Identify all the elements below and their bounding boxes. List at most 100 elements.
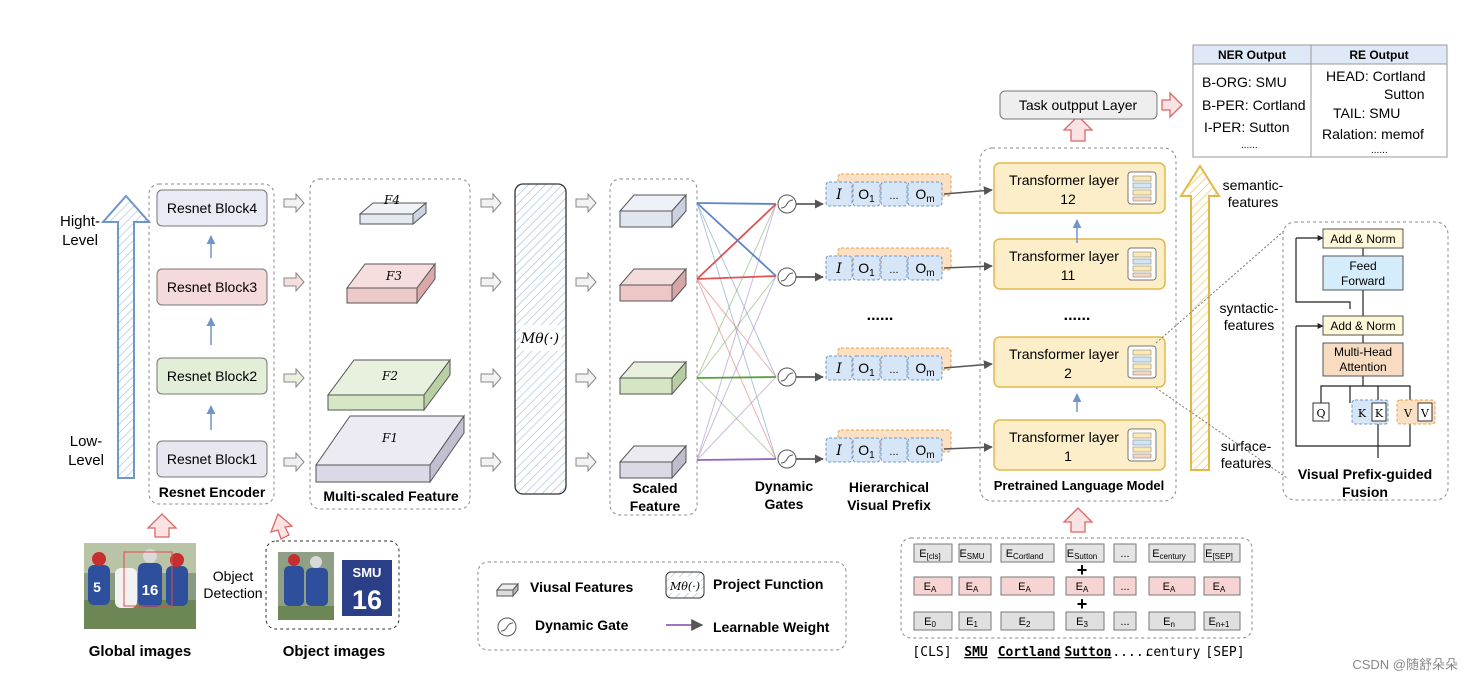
- re-line-4: Ralation: memof: [1322, 126, 1424, 142]
- legend-dynamic-gate-label: Dynamic Gate: [535, 617, 629, 633]
- prefix-to-layer-arrows: [943, 186, 993, 452]
- embedding-cell-sub: A: [1170, 585, 1176, 594]
- prefix-token-box: [907, 181, 943, 207]
- legend-project-icon: Mθ(·): [665, 571, 705, 599]
- prefix-token-label: ...: [889, 364, 898, 376]
- feature-f1-box: F1: [315, 414, 465, 484]
- high-level-line2: Level: [62, 232, 98, 249]
- embedding-cell-label: EA: [966, 581, 979, 594]
- legend-learnable-weight-label: Learnable Weight: [713, 619, 830, 635]
- embedding-cell: EA: [958, 576, 992, 596]
- input-token: [CLS]: [912, 645, 951, 660]
- transformer-layer-title: Transformer layer: [1009, 248, 1119, 264]
- re-line-1: HEAD: Cortland: [1326, 68, 1426, 84]
- prefix-v-label: V: [1403, 407, 1413, 420]
- prefix-token-box: [907, 355, 943, 381]
- feature-f4-box: F4: [358, 193, 428, 226]
- prefix-token-box: [880, 255, 908, 281]
- zoom-connector-lines: [1155, 229, 1288, 479]
- input-token: Cortland: [998, 645, 1061, 660]
- prefix-token-box: [907, 255, 943, 281]
- embedding-cell: ESutton: [1065, 543, 1105, 563]
- embedding-cell: EA: [1148, 576, 1196, 596]
- input-token: century: [1146, 645, 1201, 660]
- ner-line-1: B-ORG: SMU: [1202, 74, 1287, 90]
- embedding-cell: E2: [1000, 611, 1055, 631]
- prefix-token-label: ...: [889, 446, 898, 458]
- fusion-title-line2: Fusion: [1342, 484, 1388, 500]
- ner-line-3: I-PER: Sutton: [1204, 119, 1290, 135]
- embedding-cell: ESMU: [958, 543, 992, 563]
- input-token: SMU: [964, 645, 988, 660]
- prefix-token-label: I: [835, 361, 842, 377]
- embedding-cell-box: [1065, 543, 1105, 563]
- add-norm-bottom-label: Add & Norm: [1330, 319, 1395, 333]
- transformer-mini-icon: [1127, 247, 1157, 281]
- embedding-cell-box: [1148, 576, 1196, 596]
- transformer-layer-number: 12: [1060, 191, 1076, 207]
- scaled-feature-group: [609, 178, 698, 516]
- transformer-layer-box: [993, 162, 1166, 214]
- add-norm-top: Add & Norm: [1322, 228, 1404, 249]
- prefix-token-sub: 1: [869, 450, 875, 461]
- ffn-line1: Feed: [1349, 259, 1376, 273]
- embedding-cell-box: [1203, 543, 1241, 563]
- level-axis-arrow: [100, 194, 152, 479]
- embedding-cell-box: [1065, 576, 1105, 596]
- prefix-token-label: I: [835, 187, 842, 203]
- feature-f2-label: F2: [381, 369, 398, 383]
- detection-line1: Object: [213, 568, 254, 584]
- prefix-token-box: [852, 255, 881, 281]
- embedding-cell: ECortland: [1000, 543, 1055, 563]
- embedding-cell-box: [1000, 543, 1055, 563]
- low-level-line2: Level: [68, 452, 104, 469]
- object-image-up-arrow: [269, 512, 294, 540]
- embedding-cell-box: [1203, 611, 1241, 631]
- embedding-cell-label: Ecentury: [1152, 548, 1186, 561]
- embedding-cell-label: En: [1163, 616, 1175, 629]
- add-norm-top-label: Add & Norm: [1330, 232, 1395, 246]
- embedding-cell: ...: [1113, 611, 1137, 631]
- prefix-token-box: [852, 437, 881, 463]
- syntactic-line1: syntactic-: [1219, 300, 1278, 316]
- input-token: [SEP]: [1205, 645, 1244, 660]
- gate-to-prefix-arrows: [796, 199, 824, 464]
- low-level-line1: Low-: [70, 433, 103, 450]
- embedding-cell: EA: [1203, 576, 1241, 596]
- prefix-token-box: [880, 181, 908, 207]
- high-level-label: Hight-Level: [60, 213, 100, 249]
- ner-line-2: B-PER: Cortland: [1202, 97, 1305, 113]
- embedding-cell-sub: [cls]: [927, 552, 941, 561]
- fusion-wires: [1295, 235, 1411, 458]
- embedding-cell-sub: 1: [973, 620, 978, 629]
- embedding-cell-label: En+1: [1209, 616, 1230, 629]
- project-function-block: Mθ(·): [514, 183, 567, 495]
- embedding-cell-label: ...: [1120, 581, 1129, 593]
- object-image-jersey: SMU 16: [342, 560, 392, 616]
- embedding-cell-label: E1: [966, 616, 978, 629]
- embedding-cell-box: [913, 543, 953, 563]
- ner-line-4: ......: [1241, 140, 1258, 151]
- mha-line2: Attention: [1339, 360, 1386, 374]
- embedding-cell: E0: [913, 611, 953, 631]
- scaled-title-line1: Scaled: [632, 480, 677, 496]
- prefix-dots: ......: [867, 307, 894, 324]
- embedding-cell-box: [1113, 576, 1137, 596]
- dynamic-gates: [777, 194, 797, 469]
- transformer-layer-title: Transformer layer: [1009, 429, 1119, 445]
- transformer-mini-icon: [1127, 171, 1157, 205]
- ner-output-header: NER Output: [1218, 48, 1286, 62]
- gate-1: [777, 194, 797, 214]
- embed-plus-2: +: [1077, 594, 1088, 614]
- transformer-layer-number: 2: [1064, 365, 1072, 381]
- legend-gate-icon: [497, 617, 517, 637]
